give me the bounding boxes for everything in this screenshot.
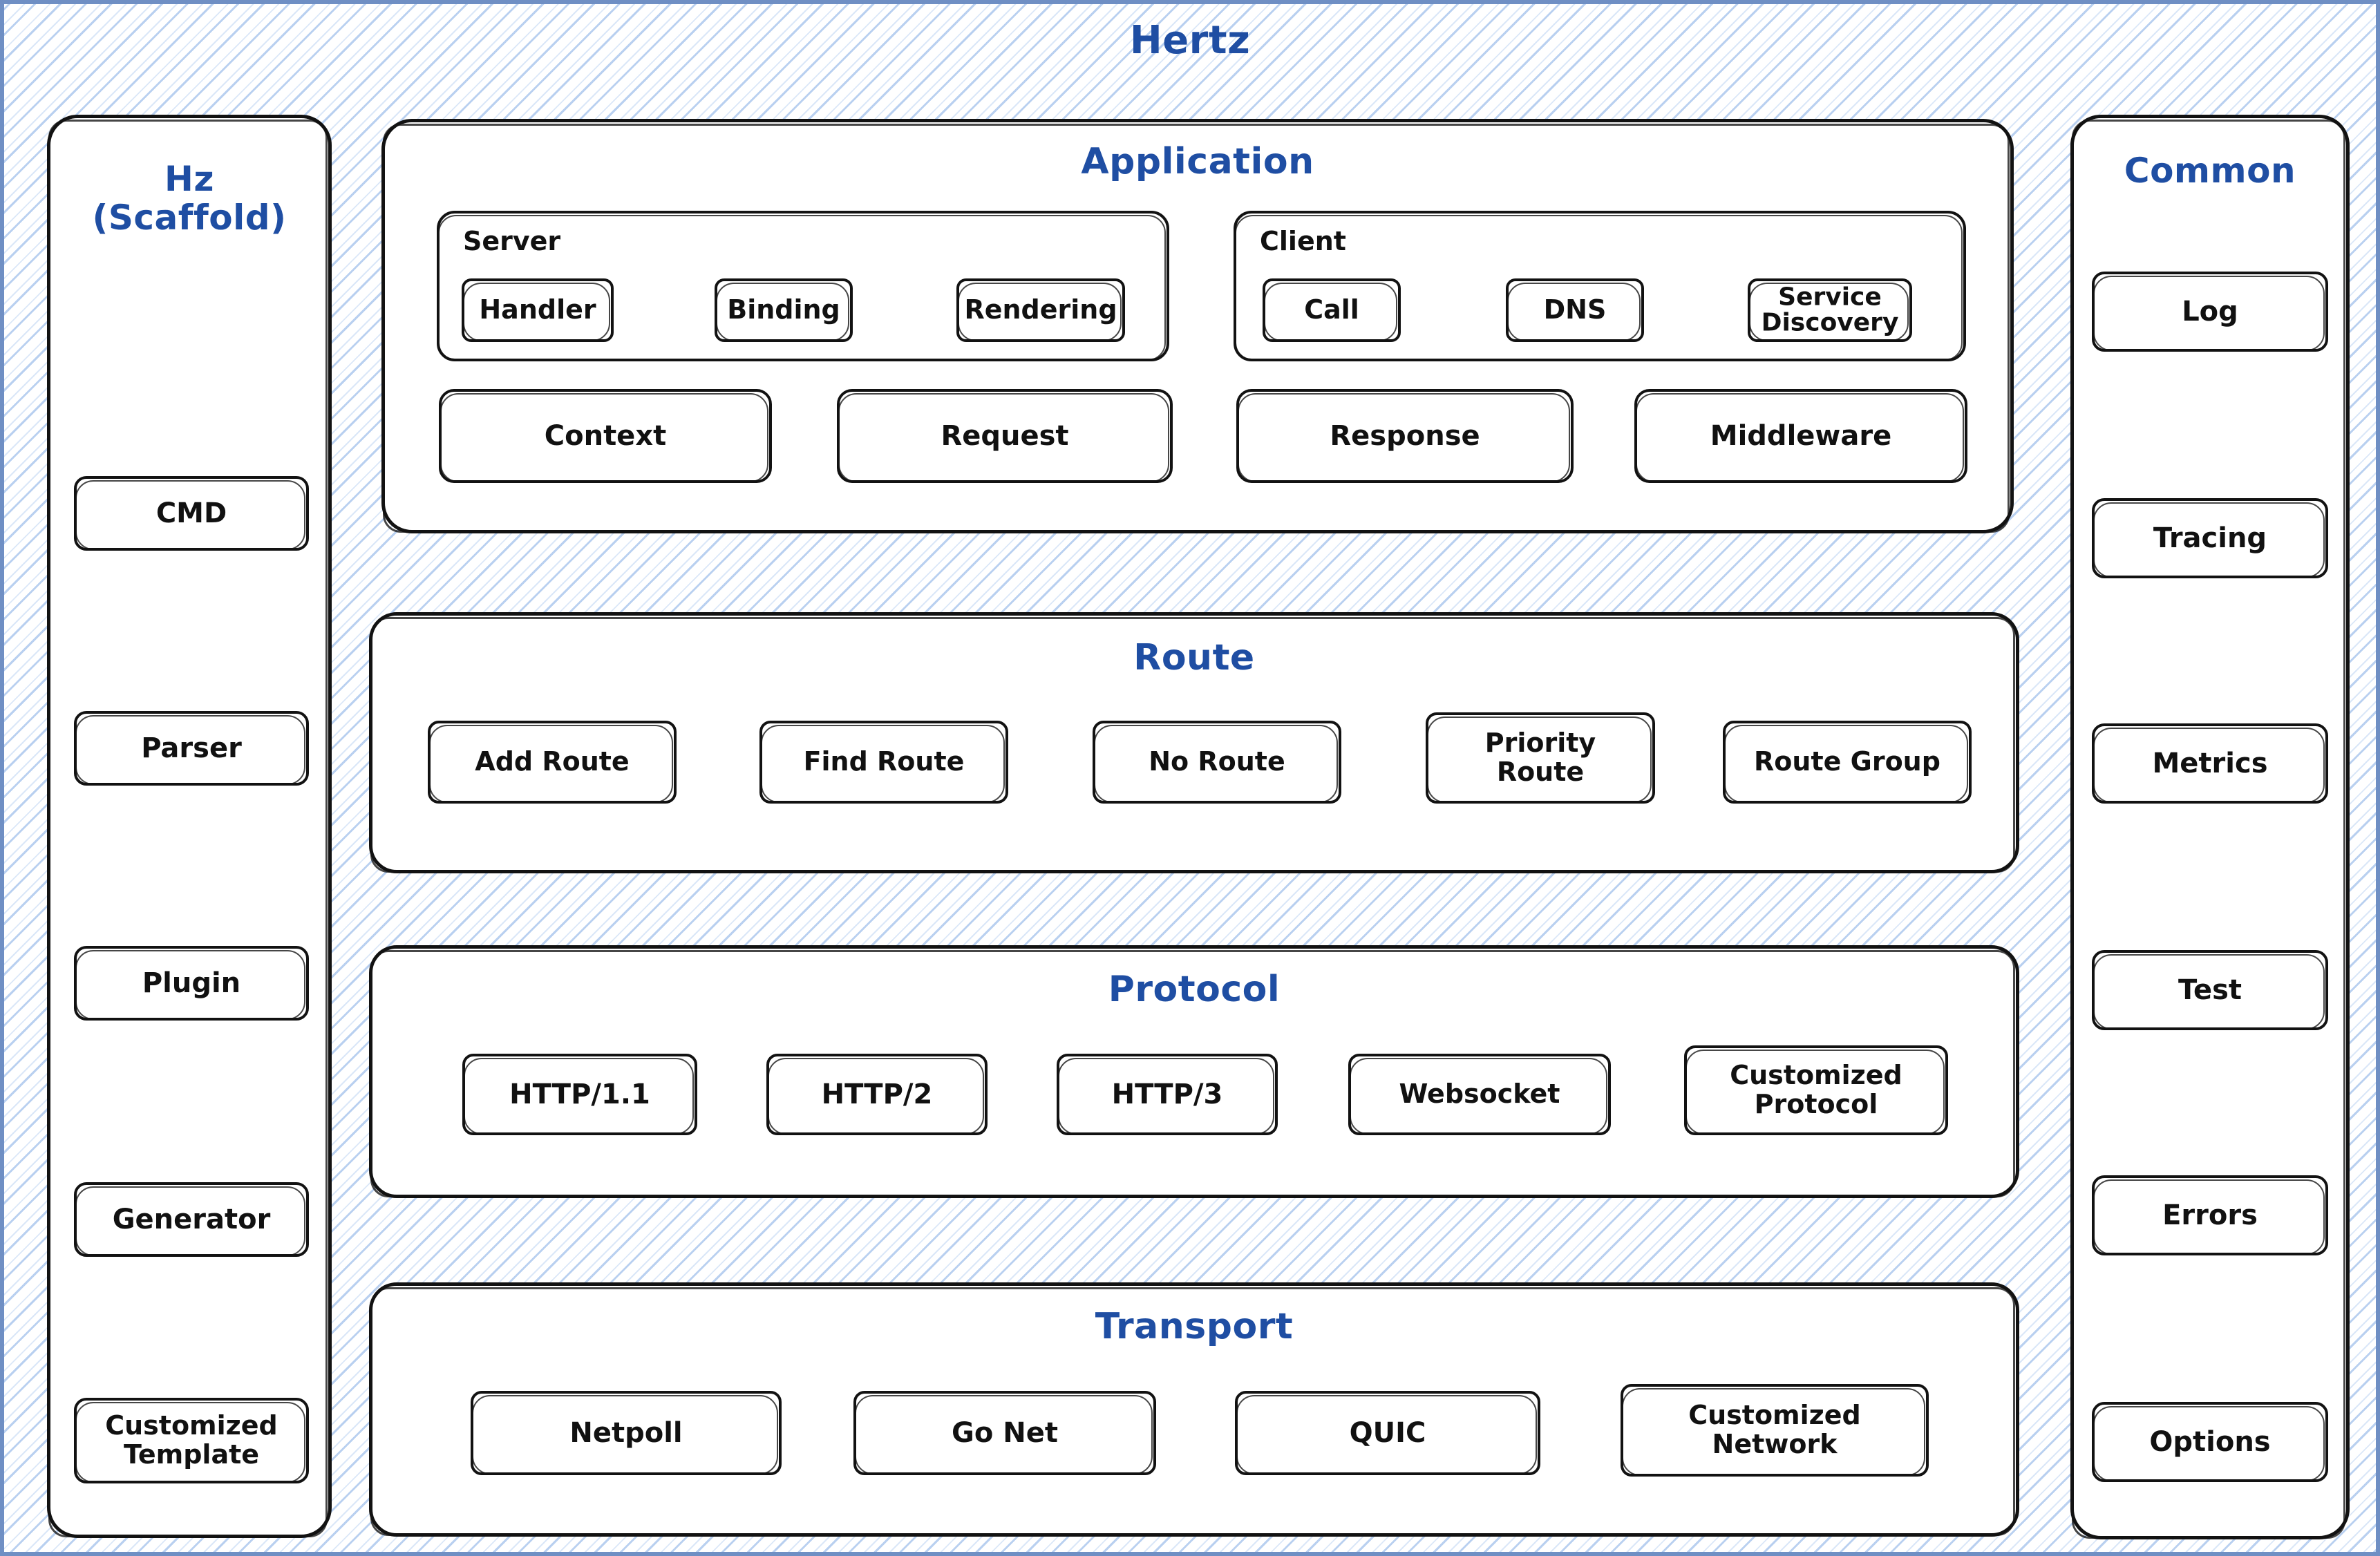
transport-section: Transport Netpoll Go Net QUIC Customized…: [369, 1282, 2019, 1537]
server-item-binding[interactable]: Binding: [715, 278, 853, 342]
application-item-request[interactable]: Request: [837, 389, 1173, 483]
protocol-item-label: HTTP/3: [1111, 1079, 1223, 1110]
scaffold-item-label: CMD: [155, 497, 227, 529]
application-item-middleware[interactable]: Middleware: [1634, 389, 1967, 483]
scaffold-item-generator[interactable]: Generator: [74, 1182, 309, 1257]
route-item-add-route[interactable]: Add Route: [428, 721, 677, 804]
scaffold-item-plugin[interactable]: Plugin: [74, 946, 309, 1021]
common-item-label: Test: [2178, 974, 2242, 1006]
transport-item-label: Netpoll: [569, 1417, 683, 1449]
server-item-handler[interactable]: Handler: [462, 278, 614, 342]
route-item-label: Add Route: [475, 746, 630, 777]
common-item-tracing[interactable]: Tracing: [2092, 498, 2328, 578]
transport-item-label: Customized Network: [1688, 1400, 1861, 1459]
application-item-label: Request: [941, 420, 1069, 452]
common-item-metrics[interactable]: Metrics: [2092, 723, 2328, 804]
diagram-title: Hertz: [1129, 18, 1251, 63]
route-item-route-group[interactable]: Route Group: [1723, 721, 1972, 804]
route-item-find-route[interactable]: Find Route: [759, 721, 1008, 804]
server-item-label: Binding: [727, 294, 840, 325]
application-item-label: Response: [1330, 420, 1480, 452]
common-item-options[interactable]: Options: [2092, 1402, 2328, 1482]
server-group-caption: Server: [463, 226, 561, 256]
common-item-log[interactable]: Log: [2092, 272, 2328, 352]
route-item-label: Priority Route: [1484, 728, 1596, 787]
route-item-no-route[interactable]: No Route: [1093, 721, 1341, 804]
protocol-item-label: Customized Protocol: [1730, 1060, 1902, 1119]
scaffold-item-label: Customized Template: [105, 1410, 278, 1470]
common-item-label: Errors: [2162, 1199, 2258, 1231]
scaffold-item-label: Plugin: [142, 967, 241, 999]
common-item-errors[interactable]: Errors: [2092, 1175, 2328, 1255]
application-item-label: Middleware: [1710, 420, 1892, 452]
route-item-priority-route[interactable]: Priority Route: [1426, 712, 1655, 804]
common-item-label: Options: [2149, 1426, 2271, 1458]
common-column: Common Log Tracing Metrics Test Errors O…: [2070, 115, 2350, 1539]
common-item-label: Tracing: [2153, 522, 2267, 554]
client-item-dns[interactable]: DNS: [1506, 278, 1644, 342]
client-item-label: Service Discovery: [1761, 283, 1899, 336]
common-title: Common: [2124, 151, 2296, 191]
transport-item-label: Go Net: [952, 1417, 1058, 1449]
route-item-label: No Route: [1149, 746, 1285, 777]
server-item-label: Handler: [479, 294, 596, 325]
common-item-label: Log: [2182, 296, 2238, 328]
scaffold-item-customized-template[interactable]: Customized Template: [74, 1398, 309, 1483]
transport-item-netpoll[interactable]: Netpoll: [471, 1391, 782, 1475]
server-group: Server Handler Binding Rendering: [437, 211, 1169, 361]
application-item-context[interactable]: Context: [439, 389, 772, 483]
server-item-label: Rendering: [964, 294, 1117, 325]
transport-item-go-net[interactable]: Go Net: [853, 1391, 1156, 1475]
route-section: Route Add Route Find Route No Route Prio…: [369, 612, 2019, 873]
protocol-item-websocket[interactable]: Websocket: [1348, 1054, 1611, 1135]
server-item-rendering[interactable]: Rendering: [956, 278, 1125, 342]
application-item-label: Context: [544, 420, 667, 452]
common-item-label: Metrics: [2152, 748, 2268, 779]
client-group: Client Call DNS Service Discovery: [1234, 211, 1966, 361]
scaffold-item-label: Generator: [112, 1204, 271, 1235]
protocol-item-http3[interactable]: HTTP/3: [1057, 1054, 1278, 1135]
scaffold-title: Hz (Scaffold): [92, 159, 287, 238]
client-item-service-discovery[interactable]: Service Discovery: [1748, 278, 1912, 342]
application-section: Application Server Handler Binding Rende…: [381, 119, 2014, 533]
protocol-item-customized-protocol[interactable]: Customized Protocol: [1684, 1045, 1948, 1135]
transport-title: Transport: [1095, 1306, 1294, 1347]
protocol-section: Protocol HTTP/1.1 HTTP/2 HTTP/3 Websocke…: [369, 945, 2019, 1198]
application-item-response[interactable]: Response: [1236, 389, 1574, 483]
protocol-title: Protocol: [1108, 969, 1281, 1010]
application-title: Application: [1081, 141, 1314, 182]
transport-item-quic[interactable]: QUIC: [1235, 1391, 1540, 1475]
transport-item-customized-network[interactable]: Customized Network: [1621, 1384, 1929, 1477]
scaffold-item-cmd[interactable]: CMD: [74, 476, 309, 551]
client-group-caption: Client: [1260, 226, 1346, 256]
protocol-item-http11[interactable]: HTTP/1.1: [462, 1054, 697, 1135]
protocol-item-label: Websocket: [1399, 1079, 1560, 1110]
protocol-item-label: HTTP/2: [821, 1079, 933, 1110]
route-item-label: Route Group: [1754, 746, 1940, 777]
route-item-label: Find Route: [803, 746, 965, 777]
client-item-call[interactable]: Call: [1263, 278, 1401, 342]
client-item-label: DNS: [1543, 294, 1607, 325]
common-item-test[interactable]: Test: [2092, 950, 2328, 1030]
transport-item-label: QUIC: [1349, 1417, 1426, 1449]
route-title: Route: [1133, 637, 1255, 679]
scaffold-column: Hz (Scaffold) CMD Parser Plugin Generato…: [47, 115, 332, 1538]
scaffold-item-parser[interactable]: Parser: [74, 711, 309, 786]
protocol-item-http2[interactable]: HTTP/2: [766, 1054, 988, 1135]
scaffold-item-label: Parser: [141, 732, 242, 764]
client-item-label: Call: [1304, 294, 1359, 325]
protocol-item-label: HTTP/1.1: [509, 1079, 650, 1110]
